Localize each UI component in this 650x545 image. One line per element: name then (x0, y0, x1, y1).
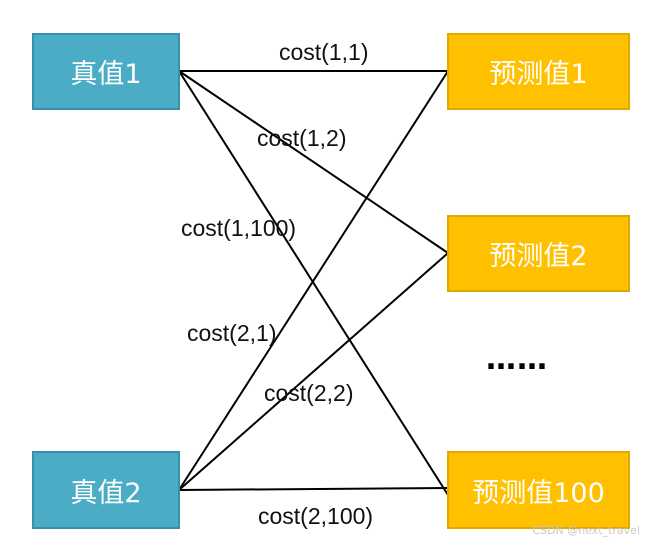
predicted-value-2-box: 预测值2 (447, 215, 630, 292)
predicted-value-1-label: 预测值1 (489, 59, 588, 90)
edge-true2-pred1 (178, 70, 449, 491)
true-value-2-label: 真值2 (70, 477, 142, 509)
true-value-1-box: 真值1 (32, 33, 180, 110)
predicted-value-100-box: 预测值100 (447, 451, 630, 529)
edge-true2-pred100 (178, 487, 449, 491)
predicted-value-100-label: 预测值100 (472, 477, 605, 509)
predicted-value-1-box: 预测值1 (447, 33, 630, 110)
edge-true1-pred2 (178, 70, 449, 254)
edge-label-cost-2-2: cost(2,2) (264, 380, 354, 406)
watermark-text: CSDN @next_travel (532, 524, 640, 537)
true-value-2-box: 真值2 (32, 451, 180, 529)
ellipsis-more-predictions: …… (486, 342, 548, 377)
edge-label-cost-1-2: cost(1,2) (257, 125, 347, 151)
predicted-value-2-label: 预测值2 (489, 241, 588, 272)
edge-label-cost-2-100: cost(2,100) (258, 503, 374, 529)
edge-true2-pred2 (178, 252, 449, 491)
edge-true1-pred100 (178, 70, 449, 496)
true-value-1-label: 真值1 (70, 59, 142, 90)
edge-label-cost-2-1: cost(2,1) (187, 320, 277, 346)
edge-label-cost-1-1: cost(1,1) (279, 39, 369, 65)
edge-label-cost-1-100: cost(1,100) (181, 215, 297, 241)
